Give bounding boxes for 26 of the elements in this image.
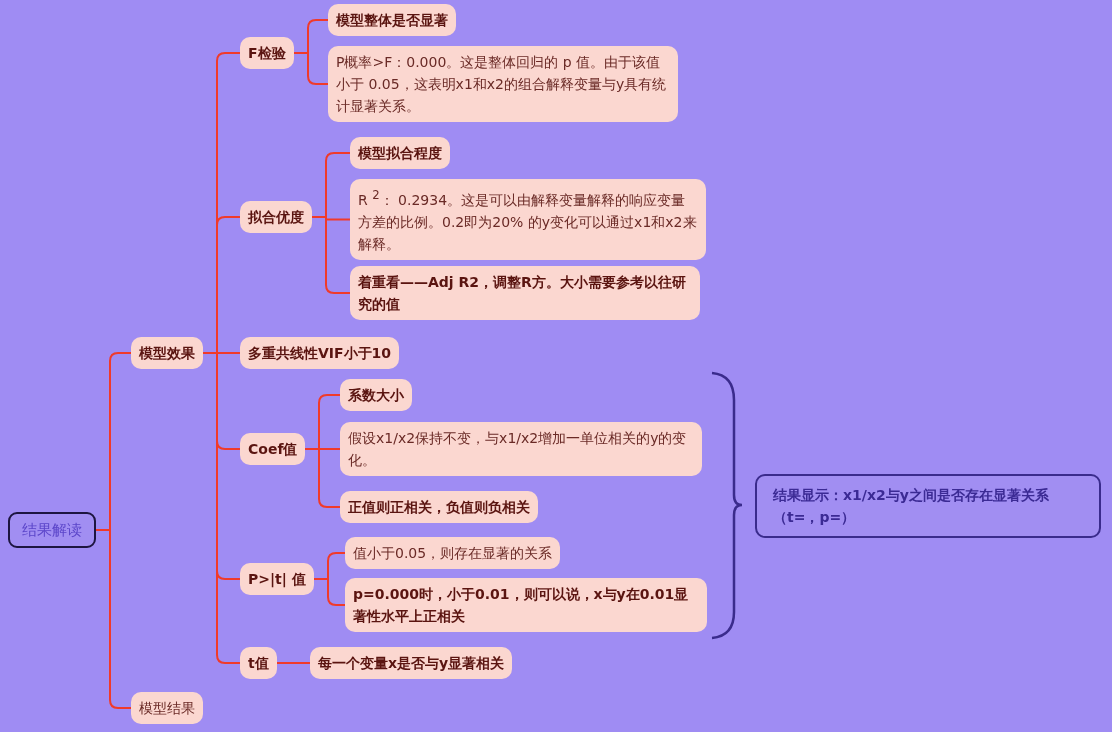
topic-box: Coef值 — [240, 433, 306, 465]
topic-box: p=0.000时，小于0.01，则可以说，x与y在0.01显著性水平上正相关 — [345, 578, 707, 632]
topic-box: 模型效果 — [131, 337, 203, 369]
connector — [202, 352, 241, 664]
topic-box: 拟合优度 — [240, 201, 312, 233]
topic-box: 多重共线性VIF小于10 — [240, 337, 400, 369]
topic-box: 系数大小 — [340, 379, 412, 411]
topic-box: P>|t| 值 — [240, 563, 314, 595]
topic-box: 正值则正相关，负值则负相关 — [340, 491, 538, 523]
root-topic: 结果解读 — [8, 512, 96, 548]
topic-box: 每一个变量x是否与y显著相关 — [310, 647, 513, 679]
topic-box: 假设x1/x2保持不变，与x1/x2增加一单位相关的y的变化。 — [340, 422, 702, 476]
topic-box: 模型拟合程度 — [350, 137, 450, 169]
topic-box: 模型结果 — [131, 692, 203, 724]
topic-box: F检验 — [240, 37, 294, 69]
connector — [276, 662, 311, 664]
connector — [304, 448, 341, 508]
connector — [311, 216, 351, 294]
summary-box: 结果显示：x1/x2与y之间是否存在显著关系（t=，p=） — [755, 474, 1101, 538]
topic-box: 着重看——Adj R2，调整R方。大小需要参考以往研究的值 — [350, 266, 700, 320]
topic-box: t值 — [240, 647, 277, 679]
topic-box: P概率>F：0.000。这是整体回归的 p 值。由于该值小于 0.05，这表明x1和x2的组合解释变量与y具有统计显著关系。 — [328, 46, 678, 122]
topic-box: 模型整体是否显著 — [328, 4, 456, 36]
connector — [95, 529, 132, 709]
topic-box: 值小于0.05，则存在显著的关系 — [345, 537, 561, 569]
topic-box: R $^{2}$： 0.2934。这是可以由解释变量解释的响应变量方差的比例。0.2即为20% 的y变化可以通过x1和x2来解释。 — [350, 179, 706, 260]
